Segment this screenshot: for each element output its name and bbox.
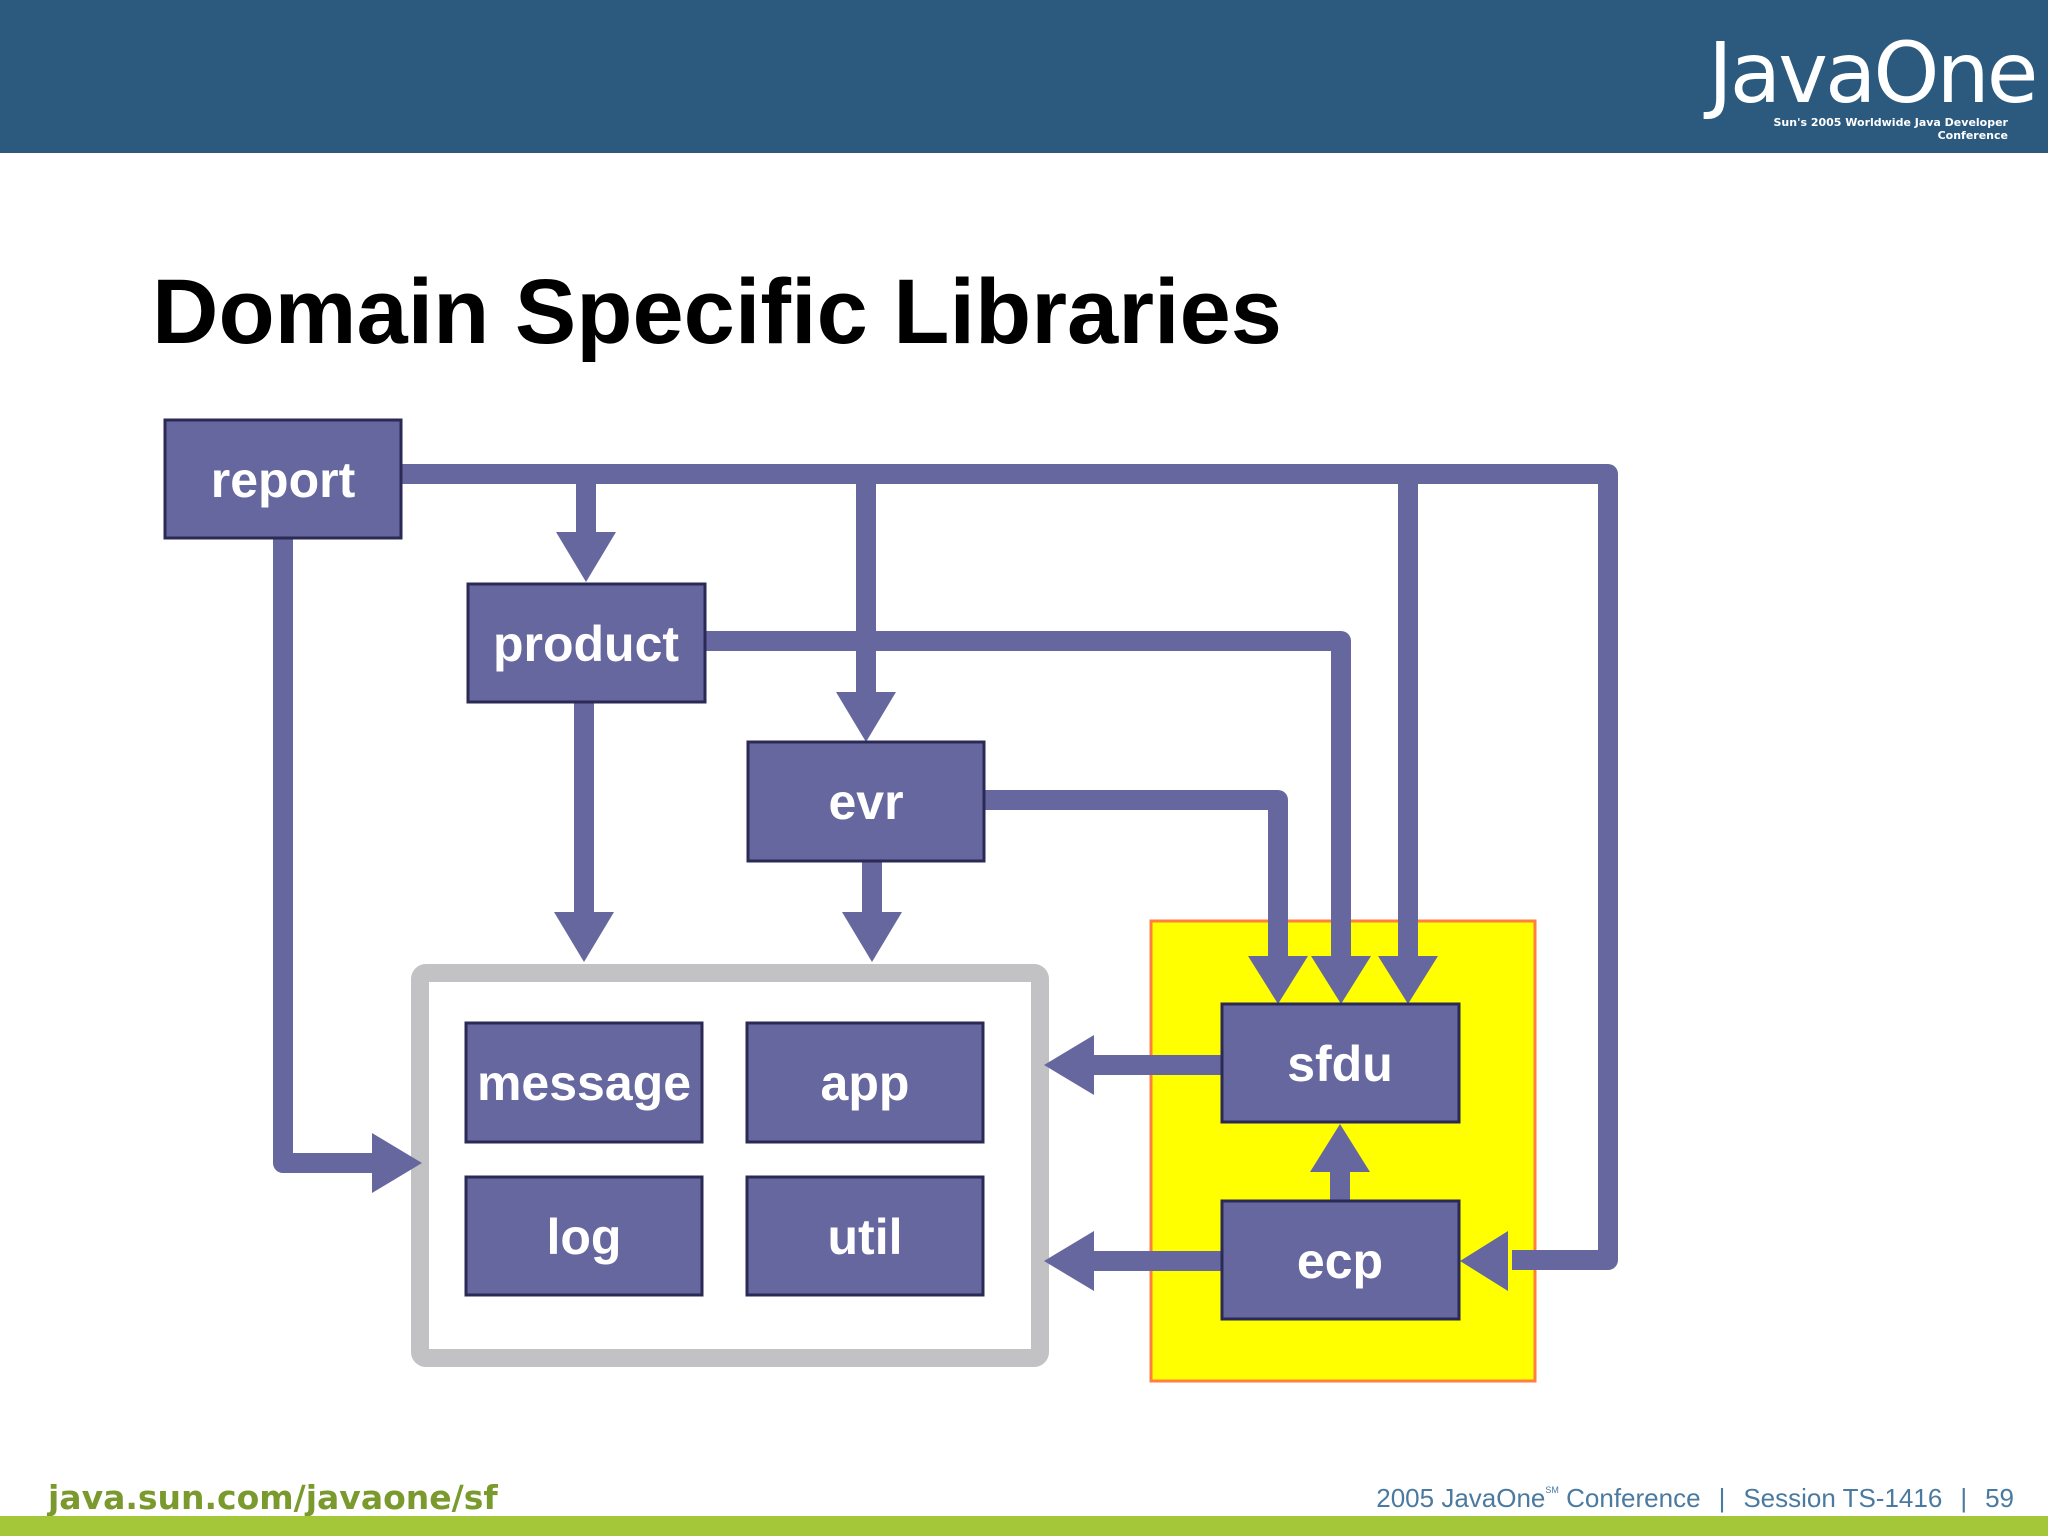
node-util-label: util (828, 1209, 903, 1265)
node-ecp: ecp (1220, 1199, 1461, 1321)
arrowhead-sfdu-core (1044, 1035, 1094, 1095)
slide-title: Domain Specific Libraries (152, 261, 1282, 363)
arrowhead-report-ecp (1460, 1231, 1508, 1291)
connector-evr-sfdu (985, 790, 1288, 958)
footer-conference-prefix: 2005 JavaOne (1376, 1483, 1546, 1513)
footer-page-number: 59 (1985, 1483, 2014, 1513)
arrowhead-report-sfdu (1378, 956, 1438, 1004)
node-message: message (464, 1021, 704, 1144)
node-report: report (163, 418, 403, 540)
footer-separator: | (1960, 1483, 1968, 1513)
arrowhead-report-core (372, 1133, 422, 1193)
node-product-label: product (493, 616, 679, 672)
arrowhead-ecp-sfdu (1310, 1124, 1370, 1172)
node-sfdu-label: sfdu (1287, 1036, 1393, 1092)
node-product: product (466, 582, 707, 704)
footer-service-mark: SM (1545, 1485, 1559, 1495)
footer-url: java.sun.com/javaone/sf (48, 1478, 498, 1517)
node-sfdu: sfdu (1220, 1002, 1461, 1124)
node-evr: evr (746, 740, 986, 863)
arrowhead-report-evr (836, 692, 896, 742)
node-app: app (745, 1021, 985, 1144)
connector-report-bus (400, 464, 1618, 1270)
footer-conference-suffix: Conference (1566, 1483, 1701, 1513)
connector-report-core (273, 538, 375, 1173)
node-app-label: app (821, 1055, 910, 1111)
arrowhead-report-product (556, 532, 616, 582)
arrowhead-product-sfdu (1311, 956, 1371, 1004)
header-bar: JavaOne Sun's 2005 Worldwide Java Develo… (0, 0, 2048, 153)
javaone-logo: JavaOne Sun's 2005 Worldwide Java Develo… (1708, 24, 2038, 142)
node-util: util (745, 1175, 985, 1297)
logo-tagline: Sun's 2005 Worldwide Java Developer Conf… (1773, 116, 2009, 142)
footer-separator: | (1718, 1483, 1726, 1513)
node-evr-label: evr (828, 774, 903, 830)
arrowhead-product-core (554, 912, 614, 962)
arrowhead-ecp-core (1044, 1231, 1094, 1291)
footer-session: Session TS-1416 (1743, 1483, 1943, 1513)
node-log-label: log (547, 1209, 622, 1265)
node-ecp-label: ecp (1297, 1233, 1383, 1289)
footer-info: 2005 JavaOneSM Conference | Session TS-141… (1376, 1474, 2014, 1514)
footer-bar (0, 1516, 2048, 1536)
logo-text: JavaOne (1708, 24, 2038, 122)
node-report-label: report (211, 452, 356, 508)
node-message-label: message (477, 1055, 691, 1111)
arrowhead-evr-sfdu (1248, 956, 1308, 1004)
node-log: log (464, 1175, 704, 1297)
arrowhead-evr-core (842, 912, 902, 962)
connector-product-sfdu (705, 631, 1351, 958)
